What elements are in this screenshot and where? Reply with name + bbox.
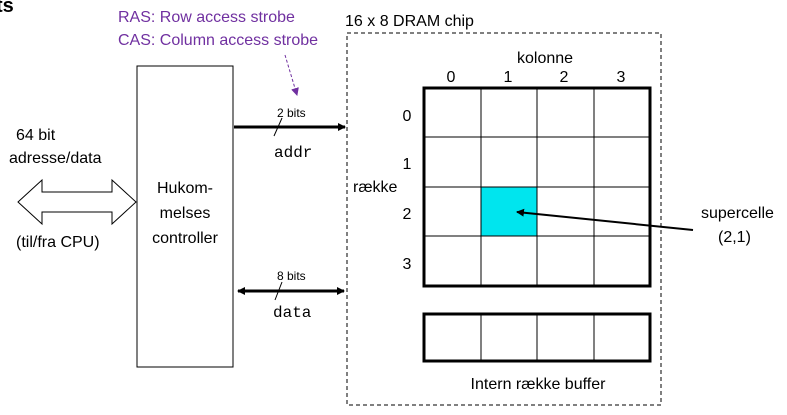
cpu-bus-double-arrow [17,178,137,226]
column-label: 1 [504,69,513,86]
supercell-highlight [481,187,537,236]
ras-note: RAS: Row access strobe [118,9,295,26]
controller-label-line: controller [152,230,218,247]
data-bus-slash [274,281,283,301]
addr-signal-label: addr [274,144,312,162]
header-fragment: ts [0,0,14,17]
buffer-label: Intern række buffer [471,376,607,393]
column-label: 2 [560,69,569,86]
dram-chip-boundary [346,32,662,406]
controller-label-line: melses [160,205,211,222]
supercell-pointer [516,208,694,231]
memory-controller-box [136,65,234,368]
row-labels: 0 1 2 3 [403,108,412,273]
cas-note: CAS: Column access strobe [118,32,318,49]
rows-title: række [353,179,398,196]
supercell-coords: (2,1) [718,229,751,246]
row-label: 1 [403,156,412,173]
chip-title: 16 x 8 DRAM chip [345,13,474,30]
columns-title: kolonne [517,50,573,67]
address-label-line2: adresse/data [9,150,102,167]
row-buffer [422,312,652,363]
data-signal-label: data [273,304,312,322]
column-label: 3 [617,69,626,86]
cpu-label: (til/fra CPU) [16,234,100,251]
addr-width-label: 2 bits [277,106,306,120]
row-label: 2 [403,206,412,223]
supercell-label: supercelle [701,205,774,222]
controller-label-line: Hukom- [157,180,213,197]
row-label: 3 [403,256,412,273]
data-width-label: 8 bits [277,269,306,283]
note-arrow [284,54,299,96]
column-label: 0 [447,69,456,86]
row-label: 0 [403,108,412,125]
column-labels: 0 1 2 3 [447,69,626,86]
address-label-line1: 64 bit [16,127,56,144]
addr-bus-slash [273,117,283,137]
controller-label: Hukom- melses controller [152,180,218,247]
dram-array-grid [422,86,652,288]
